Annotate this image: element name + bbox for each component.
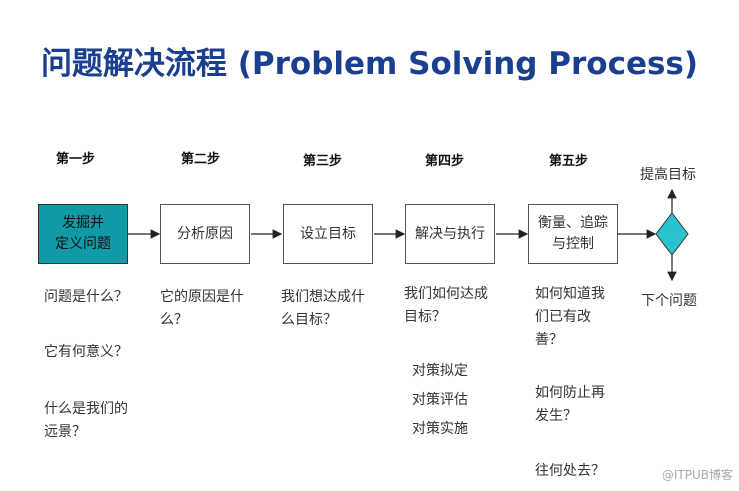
step-box-define-problem: 发掘并 定义问题 — [38, 204, 128, 264]
step-box-text: 分析原因 — [177, 225, 233, 242]
question-1-2: 它有何意义？ — [44, 344, 128, 360]
step-box-text: 解决与执行 — [415, 225, 485, 242]
countermeasure-list: 对策拟定 对策评估 对策实施 — [412, 363, 468, 437]
question-1-3: 什么是我们的 远景？ — [44, 401, 128, 440]
step-label-4: 第四步 — [425, 154, 465, 169]
question-1-1: 问题是什么？ — [44, 289, 128, 305]
question-5-2: 如何防止再 发生？ — [535, 385, 605, 424]
question-5-1: 如何知道我 们已有改 善？ — [535, 286, 605, 348]
step-box-analyze-cause: 分析原因 — [160, 204, 250, 264]
step-label-5: 第五步 — [549, 154, 589, 169]
step-label-3: 第三步 — [303, 154, 343, 169]
page-title: 问题解决流程 (Problem Solving Process) — [40, 46, 699, 82]
question-4-1: 我们如何达成 目标？ — [404, 286, 488, 325]
step-box-text: 发掘并 定义问题 — [55, 215, 111, 252]
step-box-solve-execute: 解决与执行 — [405, 204, 495, 264]
step-label-1: 第一步 — [56, 152, 96, 167]
question-3-1: 我们想达成什 么目标？ — [281, 289, 365, 328]
step-box-measure-control: 衡量、追踪 与控制 — [528, 204, 618, 264]
question-5-3: 往何处去？ — [535, 463, 605, 479]
question-2-1: 它的原因是什 么？ — [160, 289, 244, 328]
step-label-2: 第二步 — [181, 152, 221, 167]
step-box-set-goal: 设立目标 — [283, 204, 373, 264]
step-box-text: 设立目标 — [300, 225, 356, 242]
next-problem-label: 下个问题 — [641, 293, 697, 309]
watermark: @ITPUB博客 — [661, 468, 733, 482]
step-box-text: 衡量、追踪 与控制 — [538, 215, 608, 252]
decision-diamond — [655, 212, 689, 256]
raise-goal-label: 提高目标 — [640, 167, 696, 183]
